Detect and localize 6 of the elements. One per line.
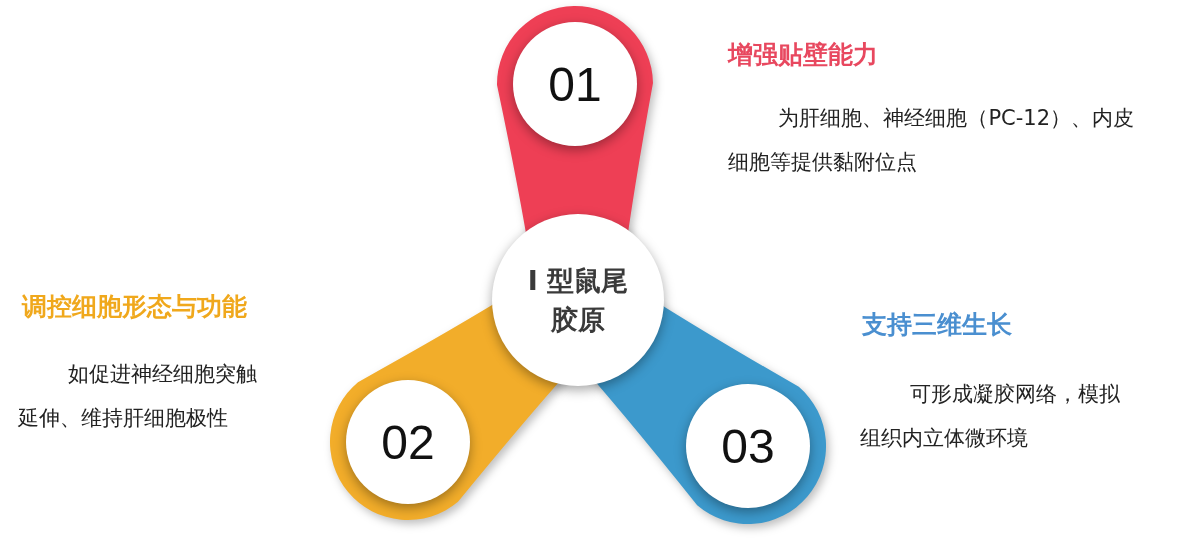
description-text: 可形成凝胶网络，模拟组织内立体微环境 xyxy=(860,381,1122,452)
heading: 增强贴壁能力 xyxy=(728,39,878,71)
heading: 调控细胞形态与功能 xyxy=(22,291,247,323)
description-text: 为肝细胞、神经细胞（PC-12）、内皮细胞等提供黏附位点 xyxy=(728,105,1136,176)
heading: 支持三维生长 xyxy=(862,309,1012,341)
description-text: 如促进神经细胞突触延伸、维持肝细胞极性 xyxy=(18,361,259,432)
